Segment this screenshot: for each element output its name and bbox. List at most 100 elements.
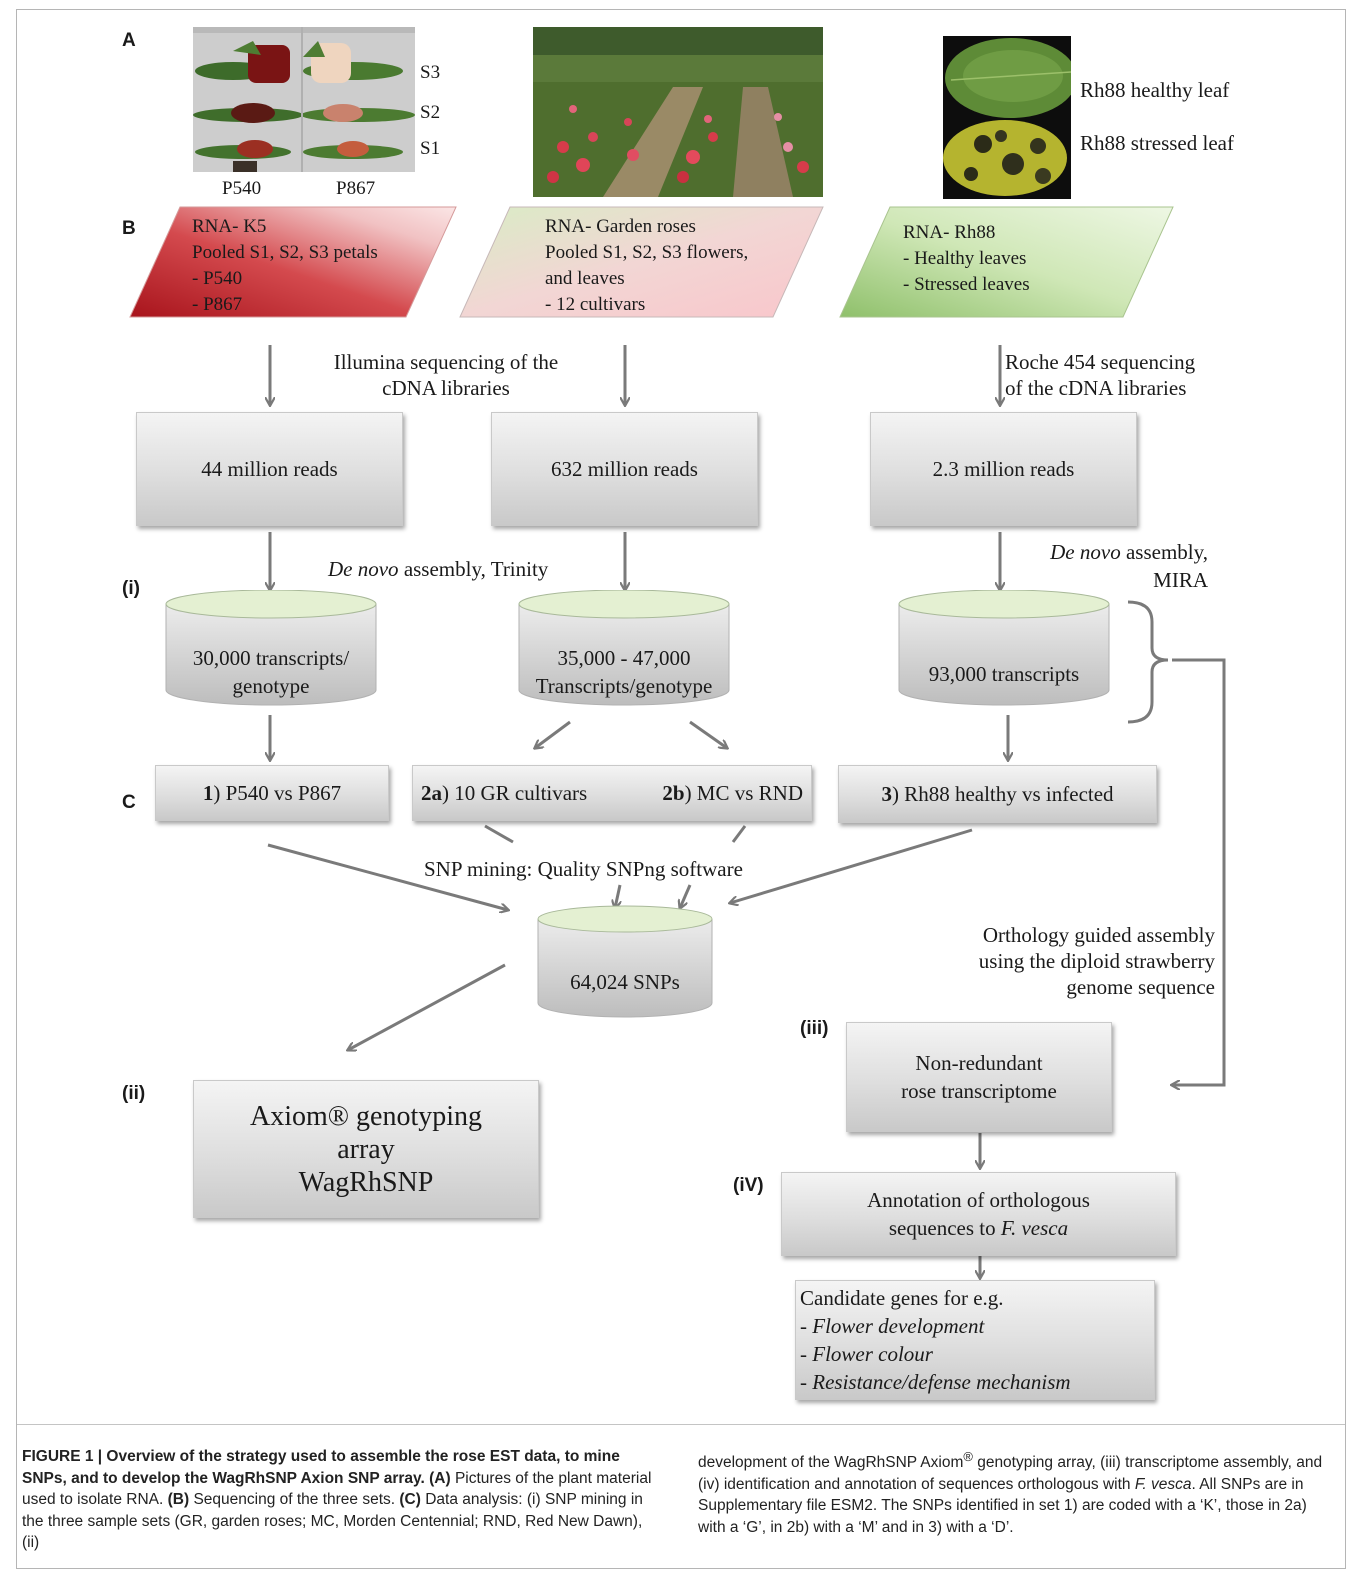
tick-set2b	[731, 825, 747, 843]
rna-k5-label: RNA- K5 Pooled S1, S2, S3 petals - P540 …	[192, 216, 378, 315]
tick-set2a	[484, 824, 514, 844]
rna-rh88-label: RNA- Rh88 - Healthy leaves - Stressed le…	[903, 222, 1030, 295]
nonredundant-transcriptome-box: Non-redundant rose transcriptome	[846, 1022, 1112, 1132]
rna-garden-shape	[459, 206, 824, 318]
candidate-item-flower-development: - Flower development	[800, 1314, 985, 1338]
caption-left: FIGURE 1 | Overview of the strategy used…	[22, 1446, 662, 1554]
reads-box-garden: 632 million reads	[491, 412, 758, 526]
trinity-de-novo: De novo	[328, 557, 399, 581]
snp-mining-note: SNP mining: Quality SNPng software	[424, 857, 743, 881]
caption-b-label: (B)	[167, 1491, 190, 1508]
caption-c-label: (C)	[399, 1491, 421, 1508]
caption-title: FIGURE 1 | Overview of the strategy used…	[22, 1448, 620, 1487]
panel-letter-c: C	[122, 792, 136, 813]
caption-right: development of the WagRhSNP Axiom® genot…	[698, 1446, 1338, 1538]
candidate-item-resistance: - Resistance/defense mechanism	[800, 1370, 1071, 1394]
curly-bracket	[1127, 600, 1169, 724]
reads-box-rh88: 2.3 million reads	[870, 412, 1137, 526]
caption-right-2: genotyping array, (iii) transcriptome as…	[698, 1454, 1323, 1493]
set2a-number: 2a	[421, 780, 442, 805]
label-s2: S2	[420, 102, 441, 123]
arrow-snps-axiom	[348, 963, 506, 1050]
label-stressed-leaf: Rh88 stressed leaf	[1080, 131, 1234, 155]
mira-assembly-note: De novo assembly, MIRA	[1028, 538, 1208, 594]
rna-parallelograms	[129, 206, 1174, 318]
cylinder-k5	[165, 590, 377, 706]
caption-c-text: Data analysis: (i) SNP mining in the thr…	[22, 1491, 643, 1551]
set1-text: ) P540 vs P867	[213, 780, 342, 805]
annotation-species: F. vesca	[1000, 1216, 1069, 1240]
snps-label: 64,024 SNPs	[570, 970, 680, 994]
set2b-text: ) MC vs RND	[684, 780, 803, 805]
reads-garden-label: 632 million reads	[551, 456, 698, 481]
roman-ii: (ii)	[122, 1083, 146, 1104]
arrow-set3-snps	[730, 828, 973, 903]
label-s1: S1	[420, 138, 441, 159]
caption-right-1: development of the WagRhSNP Axiom	[698, 1454, 964, 1472]
set2-comparison-box: 2a) 10 GR cultivars 2b) MC vs RND	[412, 765, 812, 821]
mira-rest: assembly,	[1120, 540, 1208, 564]
candidate-heading: Candidate genes for e.g.	[800, 1286, 1004, 1310]
transcripts-k5-label: 30,000 transcripts/ genotype	[192, 646, 350, 698]
candidate-genes-box: Candidate genes for e.g. - Flower develo…	[795, 1280, 1155, 1400]
roman-iii: (iii)	[800, 1018, 829, 1039]
panel-letter-a: A	[122, 30, 136, 51]
axiom-array-box: Axiom® genotyping array WagRhSNP	[193, 1080, 539, 1218]
set3-text: ) Rh88 healthy vs infected	[891, 781, 1114, 806]
axiom-label: Axiom® genotyping array WagRhSNP	[249, 1100, 483, 1198]
arrow-set2a-snps	[615, 884, 620, 908]
set2b-number: 2b	[662, 780, 685, 805]
transcripts-rh88-label: 93,000 transcripts	[928, 662, 1080, 686]
caption-right-sup: ®	[963, 1449, 973, 1464]
mira-line2: MIRA	[1153, 568, 1208, 592]
caption-divider	[17, 1424, 1345, 1425]
transcript-cylinders	[165, 590, 1110, 706]
rose-garden-photo	[533, 27, 823, 197]
caption-right-species: F. vesca	[1134, 1475, 1192, 1493]
arrow-bracket-nonred	[1172, 658, 1226, 1085]
figure-frame	[16, 9, 1346, 1569]
set3-number: 3	[881, 781, 892, 806]
label-healthy-leaf: Rh88 healthy leaf	[1080, 78, 1230, 102]
set3-comparison-box: 3) Rh88 healthy vs infected	[838, 765, 1157, 823]
rose-bud-photo	[193, 27, 415, 172]
arrow-tr2-set2a	[535, 720, 571, 748]
caption-right-3: . All SNPs are in Supplementary file ESM…	[698, 1475, 1307, 1536]
caption-a-label: (A)	[429, 1469, 451, 1487]
mira-de-novo: De novo	[1050, 540, 1121, 564]
caption-b-text: Sequencing of the three sets.	[189, 1491, 400, 1508]
label-p540: P540	[222, 178, 262, 199]
caption-a-text: Pictures of the plant material used to i…	[22, 1469, 652, 1509]
snps-cylinder	[537, 905, 713, 1018]
orthology-note: Orthology guided assembly using the dipl…	[978, 923, 1215, 999]
trinity-rest: assembly, Trinity	[398, 557, 549, 581]
candidate-item-flower-colour: - Flower colour	[800, 1342, 933, 1366]
roman-i: (i)	[122, 578, 140, 599]
set1-number: 1	[202, 780, 214, 805]
cylinder-garden	[518, 590, 730, 706]
rna-rh88-shape	[839, 206, 1174, 318]
illumina-sequencing-note: Illumina sequencing of the cDNA librarie…	[333, 350, 559, 400]
transcripts-garden-label: 35,000 - 47,000 Transcripts/genotype	[535, 646, 713, 698]
rna-k5-shape	[129, 206, 457, 318]
label-s3: S3	[420, 62, 441, 83]
set2a-text: ) 10 GR cultivars	[442, 780, 588, 805]
annotation-line1: Annotation of orthologous	[867, 1188, 1090, 1212]
roche-sequencing-note: Roche 454 sequencing of the cDNA librari…	[1005, 350, 1196, 400]
reads-box-k5: 44 million reads	[136, 412, 403, 526]
set1-comparison-box: 1) P540 vs P867	[155, 765, 389, 821]
panel-letter-b: B	[122, 218, 136, 239]
arrow-tr2-set2b	[689, 720, 727, 748]
reads-rh88-label: 2.3 million reads	[932, 456, 1075, 481]
annotation-box: Annotation of orthologous sequences to F…	[781, 1172, 1176, 1256]
nonredundant-label: Non-redundant rose transcriptome	[901, 1051, 1057, 1103]
leaf-photo	[943, 36, 1071, 199]
arrow-set2b-snps	[680, 884, 692, 908]
label-p867: P867	[336, 178, 376, 199]
reads-k5-label: 44 million reads	[201, 456, 338, 481]
arrow-set1-snps	[267, 843, 508, 910]
rna-garden-label: RNA- Garden roses Pooled S1, S2, S3 flow…	[545, 216, 749, 315]
roman-iv: (iV)	[733, 1175, 764, 1196]
annotation-line2: sequences to	[888, 1216, 1001, 1240]
